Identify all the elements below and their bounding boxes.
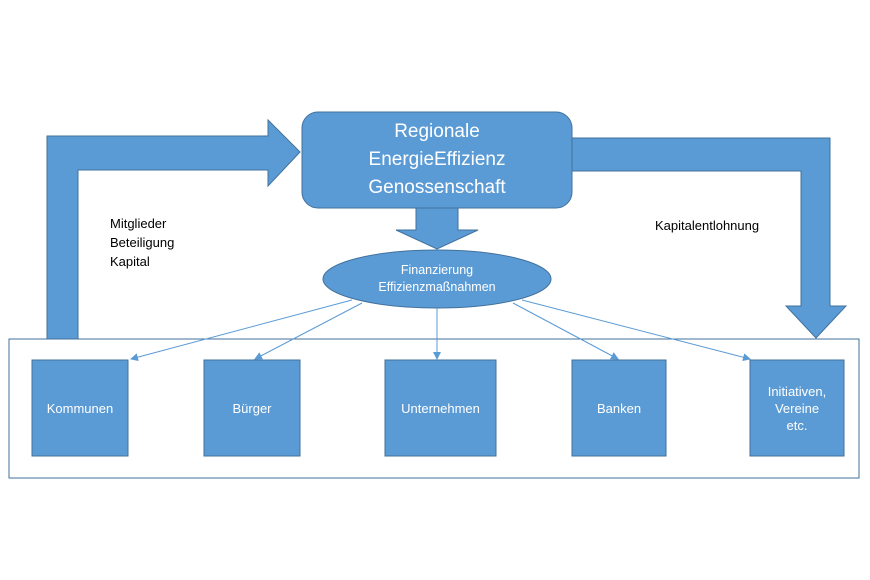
financing-label-line-2: Effizienzmaßnahmen <box>378 280 496 294</box>
connector-kommunen <box>130 299 353 362</box>
stakeholder-initiativen-label-line-3: etc. <box>786 417 808 433</box>
right-bent-arrow <box>571 137 848 339</box>
cooperative-box <box>301 111 573 209</box>
members-label-line-1: Mitglieder <box>110 216 167 231</box>
members-label: Mitglieder Beteiligung Kapital <box>110 214 174 271</box>
stakeholder-banken-label: Banken <box>596 400 642 416</box>
stakeholder-initiativen-label-line-1: Initiativen, <box>767 383 827 399</box>
stakeholder-box-buerger <box>203 359 301 457</box>
members-label-line-2: Beteiligung <box>110 235 175 250</box>
down-arrow <box>395 207 479 250</box>
stakeholder-kommunen-label: Kommunen <box>46 400 114 416</box>
connector-initiativen <box>521 299 751 362</box>
cooperative-title: Regionale EnergieEffizienz Genossenschaf… <box>302 112 572 208</box>
connector-banken <box>512 302 619 360</box>
returns-label: Kapitalentlohnung <box>655 218 760 233</box>
connector-buerger <box>254 302 363 360</box>
cooperative-title-line-3: Genossenschaft <box>368 177 506 198</box>
stakeholder-box-unternehmen <box>384 359 497 457</box>
stakeholder-initiativen-label-line-2: Vereine <box>774 400 820 416</box>
stakeholder-unternehmen: Unternehmen <box>385 360 496 456</box>
stakeholder-initiativen: Initiativen, Vereine etc. <box>750 360 844 456</box>
stakeholder-box-kommunen <box>31 359 129 457</box>
stakeholder-kommunen: Kommunen <box>32 360 128 456</box>
cooperative-title-line-1: Regionale <box>394 121 480 142</box>
stakeholder-unternehmen-label: Unternehmen <box>401 400 480 416</box>
stakeholder-buerger: Bürger <box>204 360 300 456</box>
financing-label: Finanzierung Effizienzmaßnahmen <box>322 250 552 308</box>
stakeholder-buerger-label: Bürger <box>232 400 272 416</box>
stakeholder-container <box>8 338 860 479</box>
stakeholder-box-initiativen <box>749 359 845 457</box>
financing-label-line-1: Finanzierung <box>400 263 474 277</box>
left-bent-arrow <box>46 118 301 340</box>
stakeholder-box-banken <box>571 359 667 457</box>
stakeholder-banken: Banken <box>572 360 666 456</box>
members-label-line-3: Kapital <box>110 254 150 269</box>
cooperative-title-line-2: EnergieEffizienz <box>368 149 506 170</box>
